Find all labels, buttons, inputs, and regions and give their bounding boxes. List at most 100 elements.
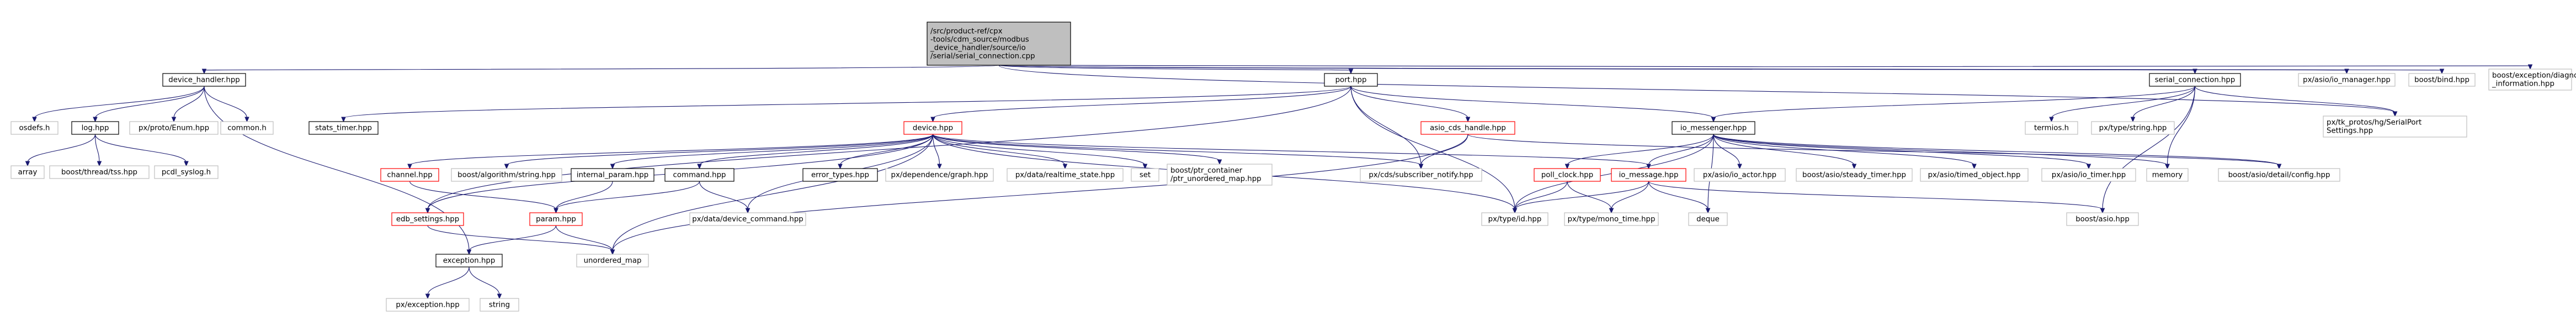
node-label: osdefs.h xyxy=(19,124,50,133)
node-box xyxy=(2149,73,2241,87)
node-poll-clock[interactable]: poll_clock.hpp xyxy=(1534,168,1601,182)
edge-device-to-px_data_realtime_state xyxy=(932,134,1068,170)
node-label: boost/ptr_container xyxy=(1170,167,1243,175)
node-label: error_types.hpp xyxy=(811,171,869,180)
node-label: px/tk_protos/hg/SerialPort xyxy=(2327,119,2421,127)
node-array: array xyxy=(10,165,45,179)
node-box xyxy=(689,212,806,226)
node-log[interactable]: log.hpp xyxy=(71,121,119,135)
edge-serial_connection-to-termios xyxy=(2049,86,2196,123)
edge-root-to-px_tk_protos xyxy=(998,65,2398,117)
node-osdefs: osdefs.h xyxy=(10,121,58,135)
node-label: boost/algorithm/string.hpp xyxy=(457,171,556,180)
node-px-type-string: px/type/string.hpp xyxy=(2091,121,2175,135)
node-box xyxy=(571,168,654,182)
node-root[interactable]: /src/product-ref/cpx-tools/cdm_source/mo… xyxy=(927,22,1071,66)
node-box xyxy=(2146,168,2189,182)
node-label: px/proto/Enum.hpp xyxy=(139,124,209,133)
node-label: edb_settings.hpp xyxy=(396,216,459,224)
node-box xyxy=(49,165,150,179)
edge-device-to-channel xyxy=(407,134,934,170)
node-unordered-map: unordered_map xyxy=(576,254,649,267)
graph-edges xyxy=(25,64,2533,300)
edge-root-to-device_handler xyxy=(201,65,999,75)
edge-serial_connection-to-io_messenger xyxy=(1711,86,2196,123)
edge-log-to-boost_thread_tss xyxy=(94,134,102,167)
node-serial-connection[interactable]: serial_connection.hpp xyxy=(2149,73,2241,87)
node-label: io_message.hpp xyxy=(1619,171,1679,180)
node-label: _device_handler/source/io xyxy=(930,44,1026,53)
node-boost-algorithm-string: boost/algorithm/string.hpp xyxy=(451,168,562,182)
node-edb-settings[interactable]: edb_settings.hpp xyxy=(391,212,464,226)
node-box xyxy=(664,168,735,182)
node-px-data-device-command: px/data/device_command.hpp xyxy=(689,212,806,226)
edge-log-to-array xyxy=(25,134,96,167)
node-label: px/asio/io_manager.hpp xyxy=(2303,76,2391,85)
node-internal-param[interactable]: internal_param.hpp xyxy=(571,168,654,182)
node-box xyxy=(2298,73,2396,87)
node-box xyxy=(2218,168,2340,182)
node-command[interactable]: command.hpp xyxy=(664,168,735,182)
node-boost-thread-tss: boost/thread/tss.hpp xyxy=(49,165,150,179)
node-label: device_handler.hpp xyxy=(168,76,239,85)
node-channel[interactable]: channel.hpp xyxy=(380,168,439,182)
node-px-asio-io-timer: px/asio/io_timer.hpp xyxy=(2041,168,2136,182)
node-param[interactable]: param.hpp xyxy=(529,212,583,226)
edge-serial_connection-to-px_type_string xyxy=(2130,86,2196,123)
edge-exception-to-px_exception xyxy=(425,266,470,300)
node-stats-timer[interactable]: stats_timer.hpp xyxy=(308,121,379,135)
node-label: px/data/device_command.hpp xyxy=(692,216,803,224)
node-label: px/dependence/graph.hpp xyxy=(891,171,988,180)
edge-device-to-px_dependence_graph xyxy=(932,134,942,170)
node-device-handler[interactable]: device_handler.hpp xyxy=(162,73,246,87)
node-box xyxy=(2091,121,2175,135)
node-label: px/cds/subscriber_notify.hpp xyxy=(1369,171,1473,180)
node-px-type-id: px/type/id.hpp xyxy=(1481,212,1548,226)
edge-port-to-io_messenger xyxy=(1350,86,1716,123)
node-label: poll_clock.hpp xyxy=(1541,171,1593,180)
node-label: Settings.hpp xyxy=(2327,127,2373,135)
node-label: /ptr_unordered_map.hpp xyxy=(1170,175,1262,183)
node-box xyxy=(10,165,45,179)
node-string: string xyxy=(480,298,519,312)
node-io-messenger[interactable]: io_messenger.hpp xyxy=(1672,121,1755,135)
edge-device_handler-to-log xyxy=(93,86,205,123)
node-common-h: common.h xyxy=(220,121,274,135)
edge-port-to-stats_timer xyxy=(341,86,1351,123)
node-px-dependence-graph: px/dependence/graph.hpp xyxy=(885,168,994,182)
node-box xyxy=(1534,168,1601,182)
edge-device-to-internal_param xyxy=(610,134,934,170)
node-px-data-realtime-state: px/data/realtime_state.hpp xyxy=(1007,168,1124,182)
node-label: px/asio/io_timer.hpp xyxy=(2052,171,2126,180)
edge-serial_connection-to-px_tk_protos xyxy=(2194,86,2398,117)
node-box xyxy=(1167,164,1273,186)
node-label: pcdl_syslog.h xyxy=(162,169,211,177)
node-label: px/data/realtime_state.hpp xyxy=(1015,171,1115,180)
node-box xyxy=(1324,73,1378,87)
node-label: px/asio/timed_object.hpp xyxy=(1928,171,2021,180)
node-device[interactable]: device.hpp xyxy=(903,121,962,135)
node-io-message[interactable]: io_message.hpp xyxy=(1611,168,1686,182)
edge-asio_cds_handle-to-boost_asio_detail_config xyxy=(1467,134,2282,170)
node-box xyxy=(308,121,379,135)
edge-io_messenger-to-boost_asio_detail_config xyxy=(1713,134,2282,170)
node-asio-cds-handle[interactable]: asio_cds_handle.hpp xyxy=(1420,121,1515,135)
node-box xyxy=(1611,168,1686,182)
edge-port-to-device xyxy=(930,86,1351,123)
node-port[interactable]: port.hpp xyxy=(1324,73,1378,87)
node-box xyxy=(154,165,219,179)
edge-device_handler-to-common_h xyxy=(204,86,249,123)
edge-io_message-to-deque xyxy=(1648,181,1711,214)
node-error-types[interactable]: error_types.hpp xyxy=(802,168,878,182)
edge-poll_clock-to-px_type_mono_time xyxy=(1567,181,1614,214)
node-label: /serial/serial_connection.cpp xyxy=(930,53,1035,61)
node-boost-bind: boost/bind.hpp xyxy=(2408,73,2476,87)
node-px-cds-subscriber-notify: px/cds/subscriber_notify.hpp xyxy=(1360,168,1482,182)
node-termios: termios.h xyxy=(2025,121,2078,135)
node-box xyxy=(2066,212,2139,226)
node-box xyxy=(576,254,649,267)
edge-root-to-port xyxy=(998,65,1354,75)
node-label: serial_connection.hpp xyxy=(2155,76,2236,85)
node-label: boost/asio.hpp xyxy=(2075,216,2130,224)
node-exception[interactable]: exception.hpp xyxy=(435,254,503,267)
